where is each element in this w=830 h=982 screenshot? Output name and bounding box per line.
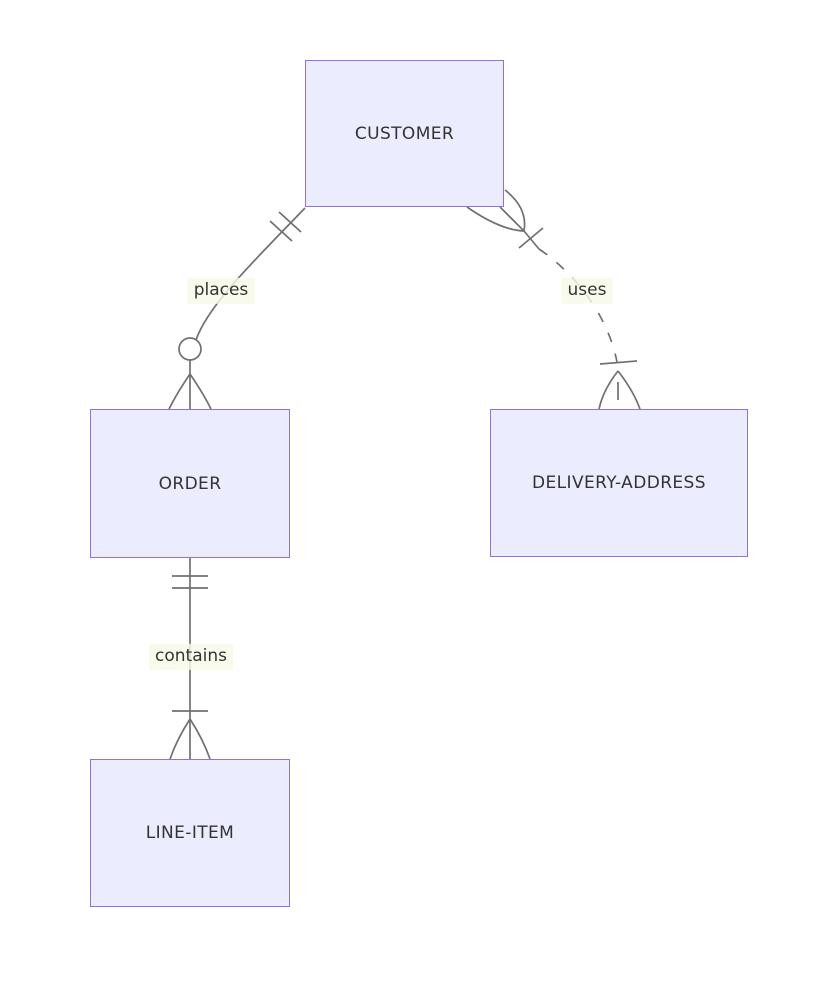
uses-one-tick-customer-side — [518, 227, 544, 249]
places-exactly-one-tick-1 — [278, 211, 302, 233]
relationship-label-contains: contains — [149, 643, 233, 671]
uses-one-tick-delivery-side — [599, 360, 638, 365]
entity-customer: CUSTOMER — [305, 60, 504, 207]
entity-customer-label: CUSTOMER — [354, 123, 455, 144]
places-line — [195, 207, 306, 341]
uses-solid-stub — [523, 230, 540, 250]
uses-crowfoot-left-prong-delivery — [598, 370, 619, 410]
uses-crowfoot-center — [499, 206, 525, 232]
places-crowfoot-left-prong — [168, 373, 191, 410]
entity-line-item-label: LINE-ITEM — [145, 823, 235, 843]
relationship-label-places: places — [187, 277, 255, 305]
entity-line-item: LINE-ITEM — [90, 759, 290, 907]
places-exactly-one-tick-2 — [269, 220, 293, 242]
uses-crowfoot-top-prong — [504, 189, 526, 232]
places-zero-circle — [178, 337, 202, 361]
contains-crowfoot-right-prong — [189, 718, 211, 760]
entity-order: ORDER — [90, 409, 290, 558]
uses-crowfoot-right-prong-delivery — [617, 370, 641, 410]
entity-order-label: ORDER — [158, 473, 222, 494]
entity-delivery-address-label: DELIVERY-ADDRESS — [532, 473, 706, 493]
uses-dashed-line — [538, 248, 618, 363]
places-crowfoot-right-prong — [189, 373, 212, 410]
contains-crowfoot-left-prong — [169, 718, 191, 760]
uses-crowfoot-bottom-prong — [466, 206, 525, 232]
entity-delivery-address: DELIVERY-ADDRESS — [490, 409, 748, 557]
relationship-label-uses: uses — [561, 277, 613, 305]
relationship-places — [168, 207, 306, 410]
relationship-uses — [466, 189, 641, 410]
